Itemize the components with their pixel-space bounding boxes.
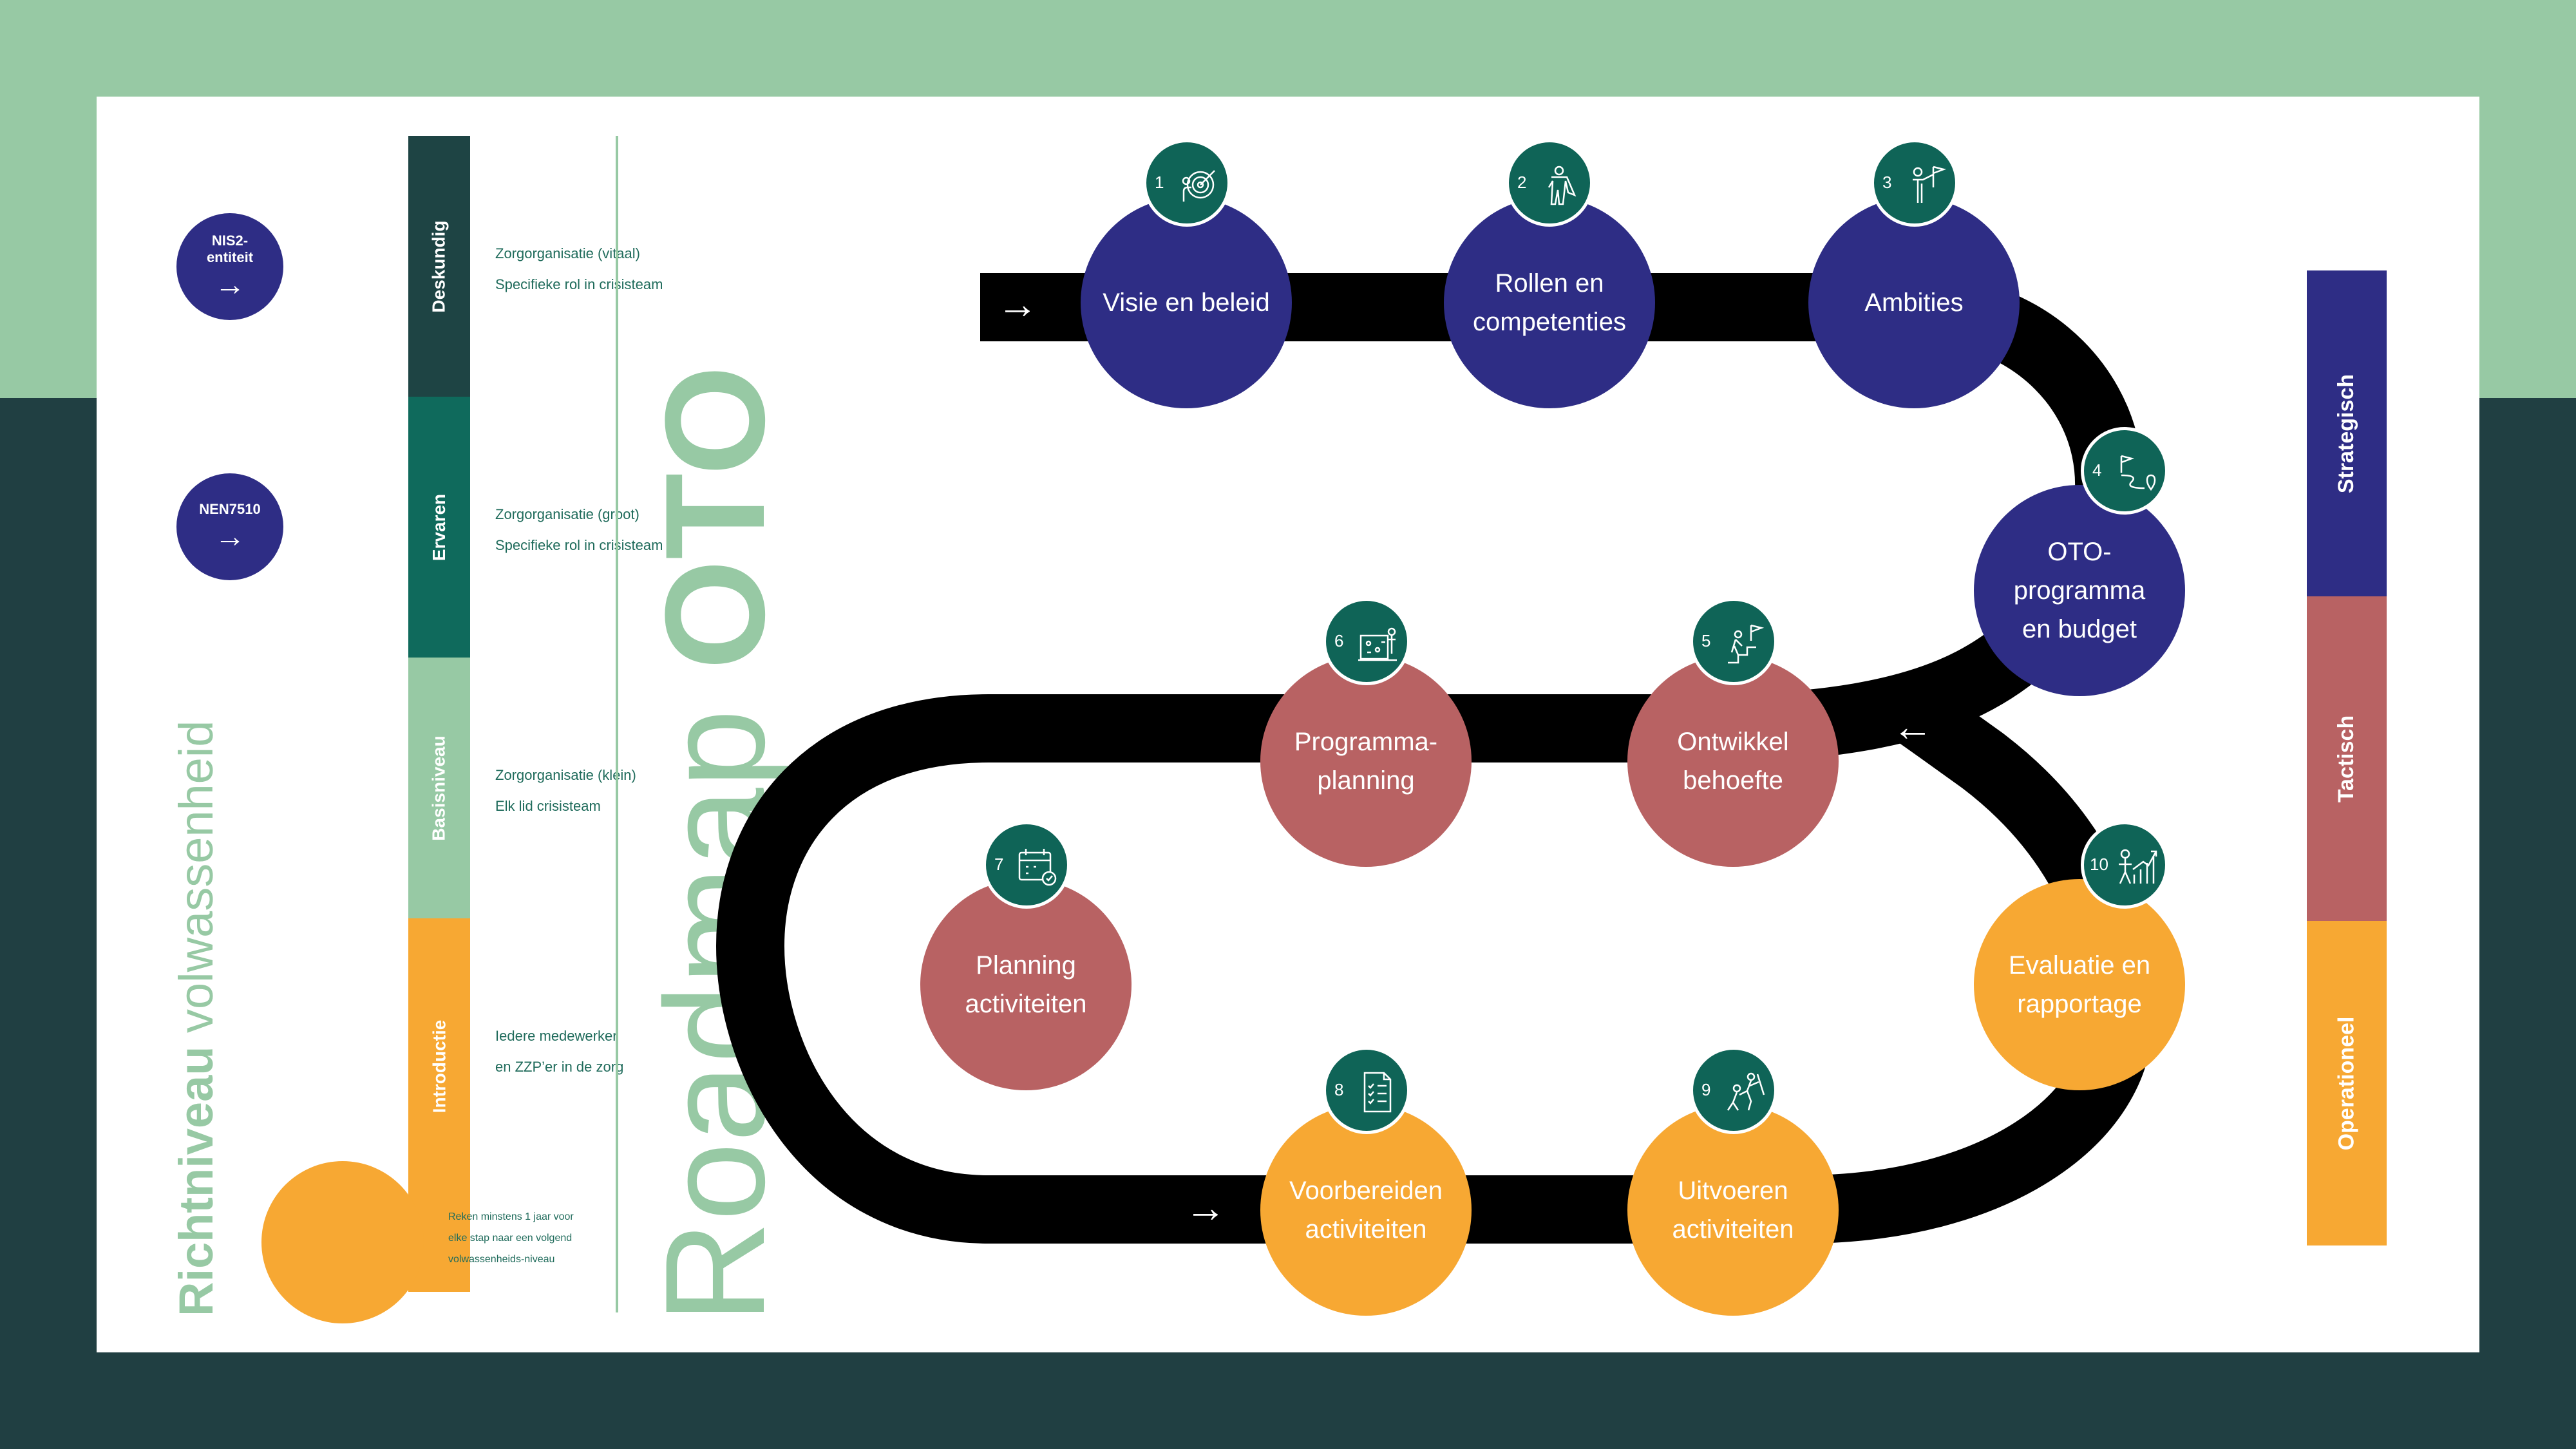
level-description-basisniveau: Zorgorganisatie (klein) Elk lid crisiste… bbox=[495, 767, 636, 814]
step-8-badge: 8 bbox=[1323, 1046, 1410, 1134]
step-10-badge: 10 bbox=[2081, 821, 2168, 909]
entity-label: entiteit bbox=[206, 249, 254, 265]
level-basisniveau: Basisniveau bbox=[408, 658, 470, 918]
hero-icon bbox=[1548, 166, 1577, 205]
step-5-badge: 5 bbox=[1690, 598, 1777, 685]
level-ervaren: Ervaren bbox=[408, 397, 470, 658]
step-2-badge: 2 bbox=[1506, 139, 1593, 227]
path-start-block bbox=[980, 273, 1096, 341]
level-deskundig: Deskundig bbox=[408, 136, 470, 397]
step-7-badge: 7 bbox=[983, 821, 1070, 909]
calendar-icon bbox=[1018, 849, 1057, 886]
level-description-introductie: Iedere medewerker en ZZP’er in de zorg bbox=[495, 1028, 624, 1075]
climbing-stairs-icon bbox=[1728, 624, 1765, 664]
entity-nen7510: NEN7510 → bbox=[176, 473, 283, 580]
step-6-circle: Programma-planning bbox=[1260, 656, 1472, 867]
arrow-right-icon: → bbox=[1185, 1184, 1226, 1231]
entity-label: NEN7510 bbox=[199, 500, 261, 517]
step-6-badge: 6 bbox=[1323, 598, 1410, 685]
maturity-note: Reken minstens 1 jaar voor elke stap naa… bbox=[448, 1211, 574, 1265]
step-1-badge: 1 bbox=[1143, 139, 1231, 227]
step-3-circle: Ambities bbox=[1808, 197, 2020, 408]
step-3-badge: 3 bbox=[1871, 139, 1958, 227]
person-flag-icon bbox=[1913, 166, 1947, 203]
entity-nis2: NIS2- entiteit → bbox=[176, 213, 283, 320]
thermometer-bulb bbox=[261, 1161, 424, 1323]
planning-board-icon bbox=[1358, 627, 1397, 661]
arrow-left-icon: ← bbox=[1892, 703, 1933, 750]
category-strategisch: Strategisch bbox=[2307, 270, 2387, 596]
divider-line bbox=[616, 136, 618, 1312]
category-tactisch: Tactisch bbox=[2307, 596, 2387, 921]
category-operationeel: Operationeel bbox=[2307, 921, 2387, 1245]
arrow-right-icon: → bbox=[214, 520, 245, 554]
growth-chart-icon bbox=[2119, 849, 2157, 884]
step-9-badge: 9 bbox=[1690, 1046, 1777, 1134]
entity-label: NIS2- bbox=[211, 232, 249, 249]
level-description-ervaren: Zorgorganisatie (groot) Specifieke rol i… bbox=[495, 506, 663, 553]
arrow-right-icon: → bbox=[997, 281, 1038, 327]
target-icon bbox=[1182, 170, 1215, 202]
route-icon bbox=[2120, 455, 2156, 491]
team-climb-icon bbox=[1727, 1072, 1765, 1111]
step-1-circle: Visie en beleid bbox=[1081, 197, 1292, 408]
roadmap-card: NIS2- entiteit → NEN7510 → Deskundig Erv… bbox=[97, 97, 2479, 1352]
step-4-badge: 4 bbox=[2081, 427, 2168, 515]
checklist-icon bbox=[1363, 1072, 1392, 1113]
arrow-right-icon: → bbox=[214, 268, 245, 303]
